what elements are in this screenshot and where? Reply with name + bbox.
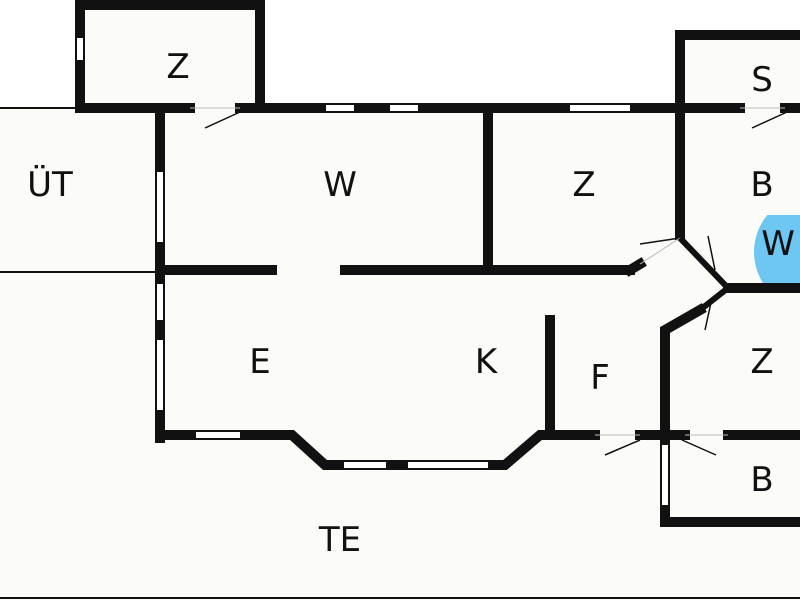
window-top-3 xyxy=(570,105,630,111)
outdoor-ut-area xyxy=(0,108,160,272)
window-bay-2 xyxy=(408,462,488,468)
wall-corridor-a xyxy=(677,235,731,291)
label-z-top-left: Z xyxy=(166,47,189,87)
label-w-right: W xyxy=(761,224,795,264)
windows xyxy=(77,38,668,505)
label-f: F xyxy=(590,358,610,398)
label-w-main: W xyxy=(323,165,357,205)
door-swings xyxy=(204,111,788,456)
room-b-lower-floor xyxy=(665,438,800,526)
window-bay-1 xyxy=(344,462,386,468)
label-ut: ÜT xyxy=(27,164,73,205)
outdoor-outline xyxy=(0,107,800,599)
door-b-lower-1 xyxy=(681,439,717,456)
door-z-top-left xyxy=(204,111,241,129)
door-z-b-1 xyxy=(639,237,681,245)
opening-corridor-a xyxy=(639,237,681,265)
room-s-floor xyxy=(680,35,800,108)
wall-z-lower-left xyxy=(660,303,707,443)
shower-mask-top xyxy=(740,185,800,215)
window-z-top-left xyxy=(77,38,83,60)
label-te: TE xyxy=(318,520,361,560)
label-e: E xyxy=(249,342,270,382)
room-labels: Z S ÜT W Z B W E K F Z B TE xyxy=(27,47,795,560)
label-b-upper: B xyxy=(750,165,773,205)
door-b-1 xyxy=(707,235,716,271)
corridor-walls xyxy=(677,235,731,313)
window-left-1 xyxy=(157,172,163,242)
wall-corridor-b xyxy=(698,285,730,313)
window-top-2 xyxy=(390,105,418,111)
wall-z-bottom-diag xyxy=(623,257,647,277)
room-ek-floor xyxy=(160,270,720,438)
window-left-3 xyxy=(157,340,163,410)
room-z-top-left-floor xyxy=(80,8,260,108)
label-b-lower: B xyxy=(750,460,773,500)
label-k: K xyxy=(475,342,499,382)
label-z-lower: Z xyxy=(750,342,773,382)
window-left-2 xyxy=(157,284,163,320)
wall-s-room xyxy=(675,30,800,113)
label-s: S xyxy=(751,60,773,100)
window-b-lower xyxy=(662,445,668,505)
room-w-main-floor xyxy=(160,108,488,272)
shower-circle xyxy=(754,195,800,309)
label-z-middle: Z xyxy=(572,165,595,205)
window-top-1 xyxy=(326,105,354,111)
door-s xyxy=(751,111,788,129)
room-z-middle-floor xyxy=(488,108,680,272)
door-f-1 xyxy=(604,439,641,456)
window-bottom-1 xyxy=(196,432,240,438)
